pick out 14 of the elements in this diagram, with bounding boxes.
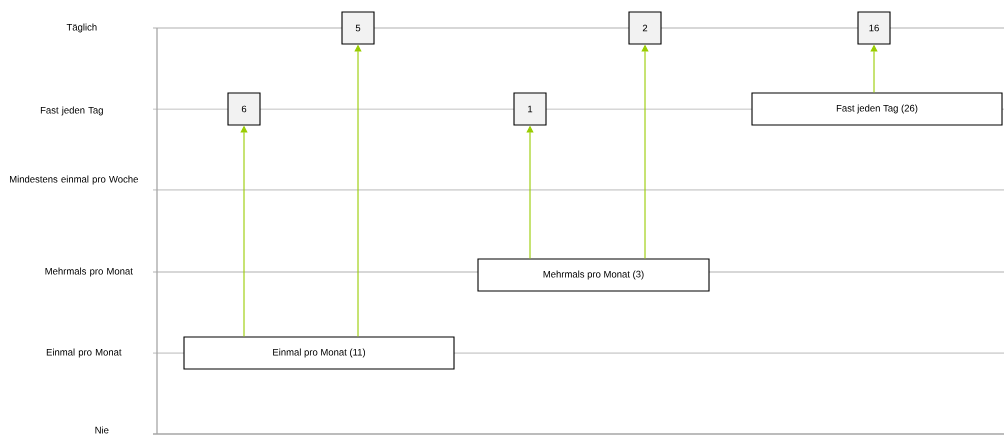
count-box: 6 bbox=[227, 92, 261, 126]
category-box: Fast jeden Tag (26) bbox=[751, 92, 1003, 126]
axis-label: Fast jeden Tag bbox=[40, 106, 103, 116]
count-box: 2 bbox=[628, 11, 662, 45]
axis-label: Einmal pro Monat bbox=[46, 348, 122, 358]
axis-label: Mindestens einmal pro Woche bbox=[10, 175, 138, 185]
axis-label: Mehrmals pro Monat bbox=[45, 267, 133, 277]
count-box: 5 bbox=[341, 11, 375, 45]
count-box: 16 bbox=[857, 11, 891, 45]
count-box: 1 bbox=[513, 92, 547, 126]
category-box: Mehrmals pro Monat (3) bbox=[477, 258, 710, 292]
axis-label: Nie bbox=[95, 426, 109, 434]
axis-label: Täglich bbox=[66, 23, 97, 33]
category-box: Einmal pro Monat (11) bbox=[183, 336, 455, 370]
